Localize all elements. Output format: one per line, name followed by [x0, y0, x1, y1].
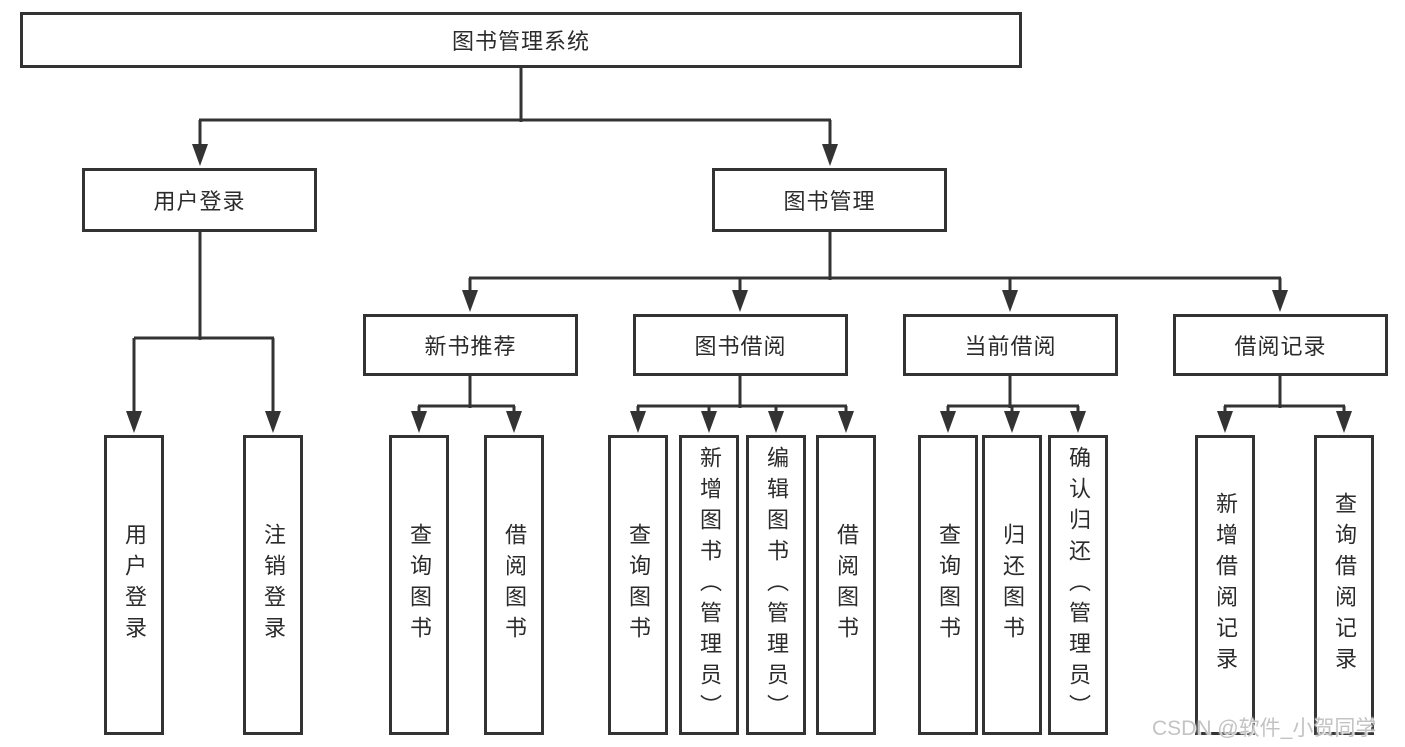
leaf-search-books-current: 查询图书 [918, 435, 978, 735]
node-label: 查询借阅记录 [1332, 492, 1357, 678]
node-current-borrowing: 当前借阅 [903, 314, 1118, 376]
node-label: 新增图书（管理员） [697, 445, 722, 725]
leaf-logout: 注销登录 [243, 435, 303, 735]
node-label: 图书借阅 [694, 334, 787, 359]
node-label: 用户登录 [153, 189, 246, 214]
leaf-search-books-recommend: 查询图书 [389, 435, 449, 735]
node-label: 查询图书 [626, 523, 651, 647]
node-book-borrowing: 图书借阅 [633, 314, 848, 376]
node-label: 图书管理 [783, 189, 876, 214]
node-label: 查询图书 [936, 523, 961, 647]
leaf-borrow-books-borrowing: 借阅图书 [816, 435, 876, 735]
leaf-edit-books-admin: 编辑图书（管理员） [746, 435, 806, 735]
leaf-add-borrow-record: 新增借阅记录 [1195, 435, 1255, 735]
watermark: CSDN @软件_小贺同学 [1152, 717, 1377, 740]
node-label: 注销登录 [261, 523, 286, 647]
node-label: 借阅图书 [502, 523, 527, 647]
node-label: 图书管理系统 [451, 29, 590, 54]
node-label: 归还图书 [1000, 523, 1025, 647]
node-label: 借阅图书 [834, 523, 859, 647]
leaf-confirm-return-admin: 确认归还（管理员） [1048, 435, 1108, 735]
leaf-return-books: 归还图书 [982, 435, 1042, 735]
node-new-book-recommendation: 新书推荐 [363, 314, 578, 376]
node-label: 编辑图书（管理员） [764, 445, 789, 725]
node-label: 借阅记录 [1234, 334, 1327, 359]
node-book-management-system: 图书管理系统 [20, 12, 1022, 68]
node-label: 用户登录 [122, 523, 147, 647]
leaf-add-books-admin: 新增图书（管理员） [679, 435, 739, 735]
node-book-management: 图书管理 [712, 168, 947, 232]
node-borrowing-records: 借阅记录 [1173, 314, 1388, 376]
leaf-search-borrow-record: 查询借阅记录 [1314, 435, 1374, 735]
node-label: 查询图书 [407, 523, 432, 647]
node-label: 新书推荐 [424, 334, 517, 359]
node-user-login: 用户登录 [82, 168, 317, 232]
node-label: 新增借阅记录 [1213, 492, 1238, 678]
leaf-search-books-borrowing: 查询图书 [608, 435, 668, 735]
node-label: 当前借阅 [964, 334, 1057, 359]
leaf-borrow-books-recommend: 借阅图书 [484, 435, 544, 735]
leaf-user-login: 用户登录 [104, 435, 164, 735]
arrowheads [126, 144, 1352, 433]
node-label: 确认归还（管理员） [1066, 445, 1091, 725]
